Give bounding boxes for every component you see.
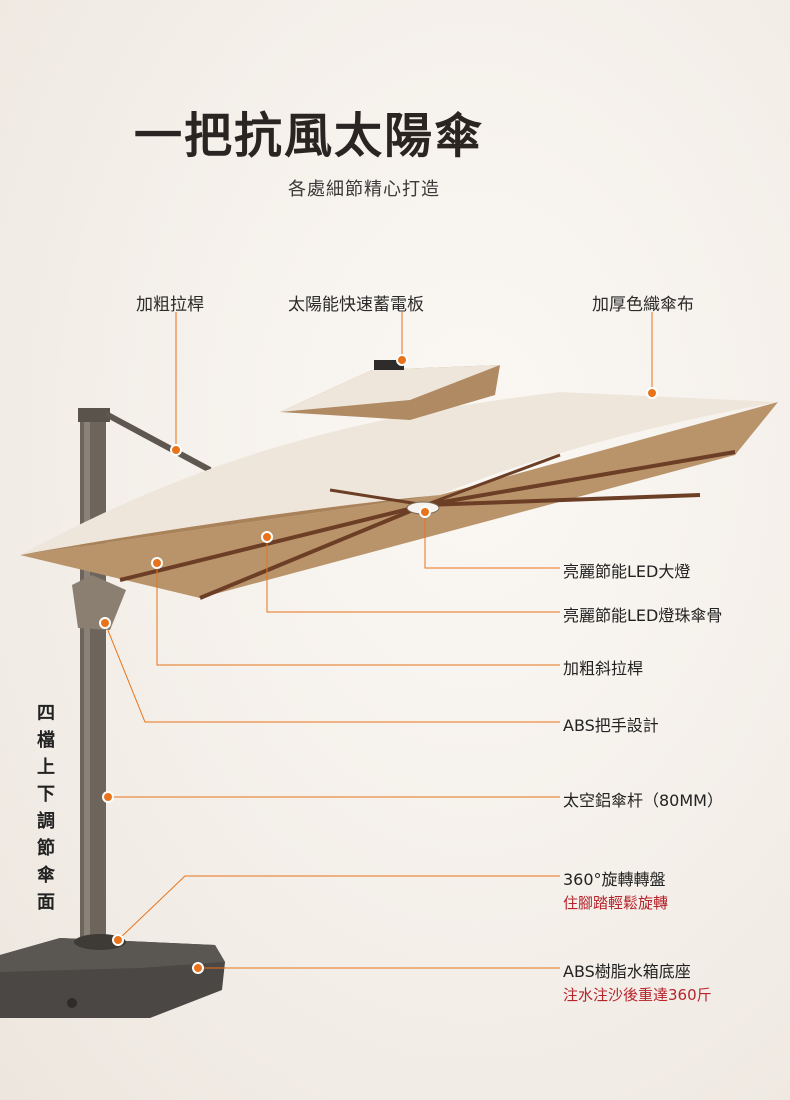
label-fabric: 加厚色織傘布 bbox=[592, 295, 694, 315]
callout-base: ABS樹脂水箱底座 bbox=[563, 962, 691, 981]
callout-pole: 太空鋁傘杆（80MM） bbox=[563, 791, 723, 810]
callout-led-lamp: 亮麗節能LED大燈 bbox=[563, 562, 691, 581]
dot-led-ribs bbox=[261, 531, 273, 543]
dot-base bbox=[192, 962, 204, 974]
label-solar-panel: 太陽能快速蓄電板 bbox=[288, 295, 424, 315]
callout-rotation: 360°旋轉轉盤 bbox=[563, 870, 666, 889]
water-tank-base bbox=[0, 938, 225, 1018]
dot-pull-rod bbox=[170, 444, 182, 456]
solar-panel bbox=[374, 360, 404, 370]
dot-abs-handle bbox=[99, 617, 111, 629]
side-label-height-adjust: 四檔上下調節傘面 bbox=[37, 703, 55, 913]
callout-diagonal-rod: 加粗斜拉桿 bbox=[563, 659, 644, 678]
label-pull-rod: 加粗拉桿 bbox=[136, 295, 204, 315]
callout-rotation-note: 住腳踏輕鬆旋轉 bbox=[563, 894, 669, 912]
page-title: 一把抗風太陽傘 bbox=[134, 108, 485, 164]
dot-led-lamp bbox=[419, 506, 431, 518]
leader-lines bbox=[104, 312, 653, 969]
callout-dots bbox=[99, 354, 658, 974]
callout-abs-handle: ABS把手設計 bbox=[563, 716, 659, 735]
dot-pole bbox=[102, 791, 114, 803]
aluminum-pole bbox=[74, 408, 126, 950]
dot-rotation bbox=[112, 934, 124, 946]
top-vent-canopy bbox=[280, 360, 500, 420]
callout-led-ribs: 亮麗節能LED燈珠傘骨 bbox=[563, 606, 723, 625]
dot-solar-panel bbox=[396, 354, 408, 366]
abs-handle bbox=[72, 575, 126, 630]
dot-fabric bbox=[646, 387, 658, 399]
canopy bbox=[20, 392, 778, 600]
page-subtitle: 各處細節精心打造 bbox=[288, 179, 440, 200]
callout-base-note: 注水注沙後重達360斤 bbox=[563, 986, 712, 1004]
pull-rod bbox=[104, 411, 212, 473]
dot-diagonal-rod bbox=[151, 557, 163, 569]
